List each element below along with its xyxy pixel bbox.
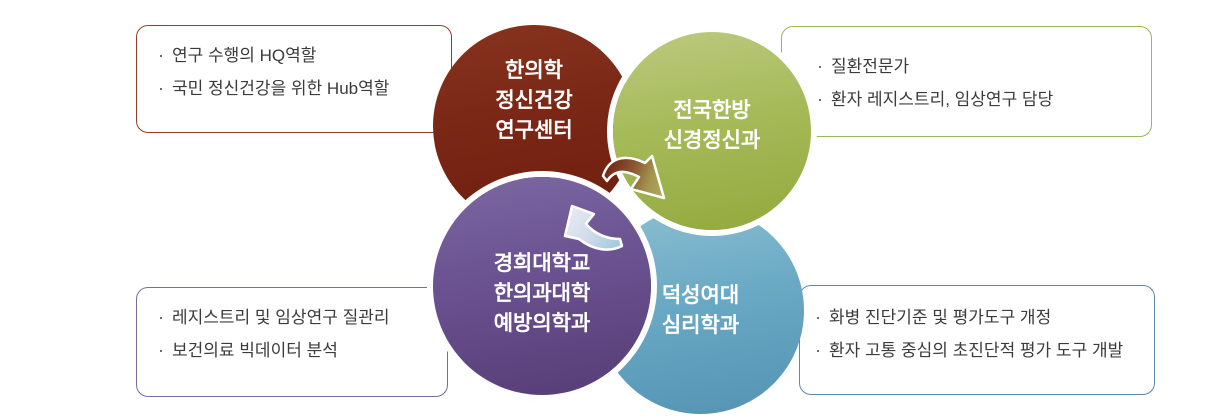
label-line: 경희대학교: [493, 252, 591, 275]
circle-label: 한의학 정신건강 연구센터: [495, 56, 572, 146]
label-line: 전국한방: [673, 99, 751, 122]
list-item: · 질환전문가: [817, 50, 1141, 83]
label-line: 한의학: [505, 59, 563, 82]
label-line: 덕성여대: [661, 283, 740, 307]
note-text: 질환전문가: [831, 57, 910, 76]
note-box-bottom-right: · 화병 진단기준 및 평가도구 개정 · 환자 고통 중심의 초진단적 평가 …: [799, 285, 1155, 395]
label-line: 정신건강: [495, 89, 573, 112]
circle-label: 덕성여대 심리학과: [662, 281, 739, 341]
bullet-icon: ·: [817, 56, 823, 76]
bullet-icon: ·: [158, 45, 164, 65]
note-text: 환자 고통 중심의 초진단적 평가 도구 개발: [829, 341, 1124, 360]
note-box-top-right: · 질환전문가 · 환자 레지스트리, 임상연구 담당: [781, 26, 1152, 137]
bullet-icon: ·: [817, 89, 823, 109]
label-line: 심리학과: [661, 313, 740, 337]
circle-kyunghee-preventive-medicine: 경희대학교 한의과대학 예방의학과: [433, 177, 651, 395]
list-item: · 레지스트리 및 임상연구 질관리: [158, 301, 437, 334]
circle-label: 전국한방 신경정신과: [664, 96, 761, 156]
label-line: 신경정신과: [663, 129, 761, 152]
note-text: 연구 수행의 HQ역할: [172, 46, 317, 65]
list-item: · 화병 진단기준 및 평가도구 개정: [815, 301, 1146, 334]
note-box-bottom-left: · 레지스트리 및 임상연구 질관리 · 보건의료 빅데이터 분석: [136, 287, 448, 397]
note-box-top-left: · 연구 수행의 HQ역할 · 국민 정신건강을 위한 Hub역할: [136, 25, 452, 133]
circle-national-neuropsychiatry: 전국한방 신경정신과: [613, 32, 811, 230]
list-item: · 환자 레지스트리, 임상연구 담당: [817, 83, 1141, 116]
note-text: 레지스트리 및 임상연구 질관리: [172, 308, 390, 327]
circle-label: 경희대학교 한의과대학 예방의학과: [494, 249, 591, 339]
list-item: · 연구 수행의 HQ역할: [158, 39, 441, 72]
label-line: 연구센터: [495, 119, 573, 142]
note-text: 보건의료 빅데이터 분석: [172, 341, 338, 360]
list-item: · 환자 고통 중심의 초진단적 평가 도구 개발: [815, 334, 1146, 367]
bullet-icon: ·: [158, 78, 164, 98]
bullet-icon: ·: [158, 340, 164, 360]
bullet-icon: ·: [158, 307, 164, 327]
bullet-icon: ·: [815, 340, 821, 360]
bullet-icon: ·: [815, 307, 821, 327]
note-text: 화병 진단기준 및 평가도구 개정: [829, 308, 1052, 327]
label-line: 한의과대학: [493, 282, 591, 305]
note-text: 국민 정신건강을 위한 Hub역할: [172, 79, 390, 98]
label-line: 예방의학과: [493, 312, 591, 335]
list-item: · 보건의료 빅데이터 분석: [158, 334, 437, 367]
list-item: · 국민 정신건강을 위한 Hub역할: [158, 72, 441, 105]
note-text: 환자 레지스트리, 임상연구 담당: [831, 90, 1054, 109]
